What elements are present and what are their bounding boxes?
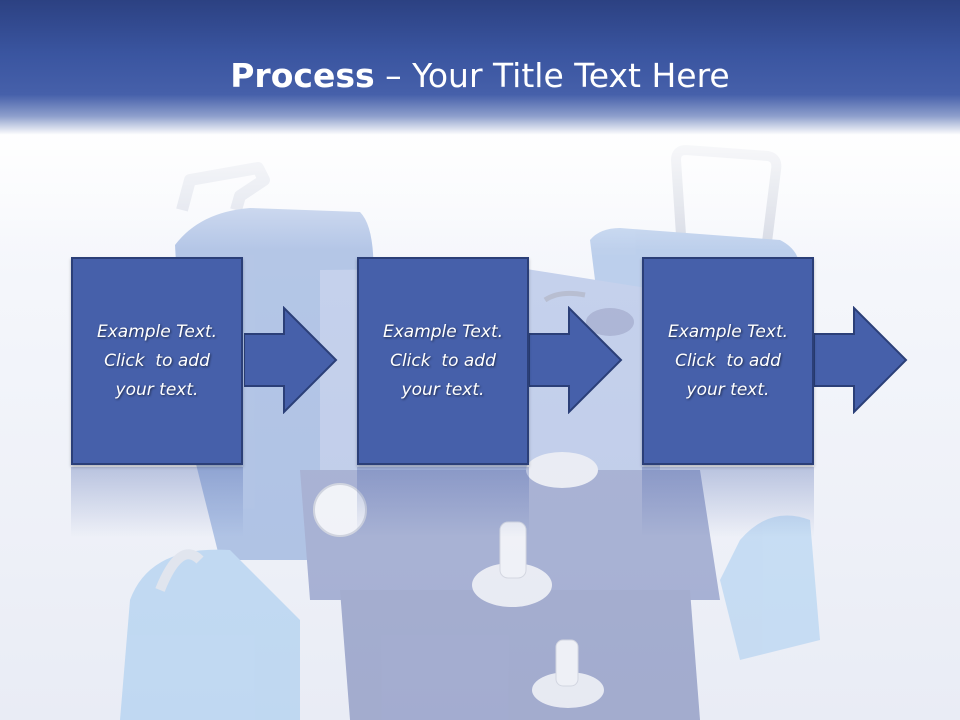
step-1-arrow-icon: [244, 306, 338, 414]
step-3-line-3: your text.: [686, 379, 770, 400]
step-3-box[interactable]: Example Text. Click to add your text.: [642, 257, 814, 465]
step-1-line-1: Example Text.: [96, 321, 218, 342]
step-2-line-1: Example Text.: [382, 321, 504, 342]
step-2-arrow-icon: [529, 306, 623, 414]
step-1-text[interactable]: Example Text. Click to add your text.: [87, 318, 227, 405]
step-3-text[interactable]: Example Text. Click to add your text.: [658, 318, 798, 405]
step-1-line-3: your text.: [115, 379, 199, 400]
step-1-reflection: [71, 467, 243, 537]
step-3-reflection: [642, 467, 814, 537]
step-1-box[interactable]: Example Text. Click to add your text.: [71, 257, 243, 465]
step-2-box[interactable]: Example Text. Click to add your text.: [357, 257, 529, 465]
step-1-line-2: Click to add: [104, 350, 210, 371]
slide-title[interactable]: Process – Your Title Text Here: [0, 52, 960, 100]
title-bold: Process: [230, 56, 375, 95]
step-2-line-2: Click to add: [390, 350, 496, 371]
title-rest: – Your Title Text Here: [374, 56, 730, 95]
step-2-text[interactable]: Example Text. Click to add your text.: [373, 318, 513, 405]
title-bar: Process – Your Title Text Here: [0, 0, 960, 135]
step-2-line-3: your text.: [401, 379, 485, 400]
step-3-line-2: Click to add: [675, 350, 781, 371]
step-3-line-1: Example Text.: [667, 321, 789, 342]
step-3-arrow-icon: [814, 306, 908, 414]
step-2-reflection: [357, 467, 529, 537]
